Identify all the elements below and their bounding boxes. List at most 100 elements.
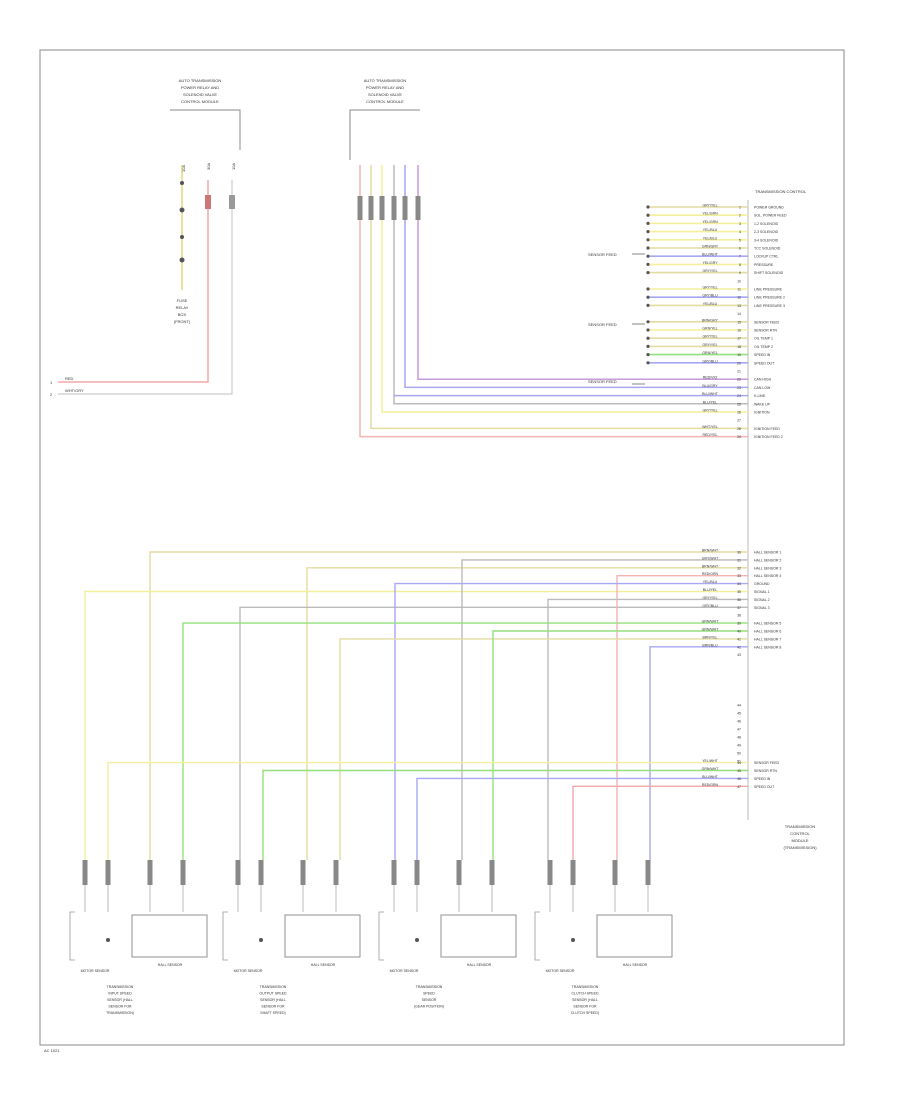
tcm-pin-label: SPEED IN <box>754 353 771 357</box>
tcm-pin-number: 9 <box>739 271 741 275</box>
tcm-wire-label: BLU/YEL <box>703 588 717 592</box>
sensor-connector <box>645 860 651 885</box>
hall-sensor-box <box>284 914 361 958</box>
tcm-pin-label: LINE PRESSURE 3 <box>754 304 785 308</box>
tcm-pin-label: HALL SENSOR 6 <box>754 630 781 634</box>
sensor-caption-line: SHAFT SPEED) <box>260 1011 285 1015</box>
tcm-wire-label: BRN/WHT <box>702 549 719 553</box>
tcm-wire-label: BLU/WHT <box>702 392 719 396</box>
tcm-wire-label: YEL/BLU <box>703 236 718 240</box>
tcm-pin-label: LOCKUP CTRL <box>754 255 778 259</box>
tcm-pin-label: 2-3 SOLENOID <box>754 230 779 234</box>
tcm-wire-label: GRY/BLU <box>702 359 718 363</box>
sensor-caption-line: SENSOR <box>422 998 437 1002</box>
tcm-pin-number: 33 <box>737 574 741 578</box>
tcm-wire-label: YEL/GRN <box>702 220 718 224</box>
tcm-pin-label: IGNITION FEED 2 <box>754 435 783 439</box>
tcm-pin-label: SENSOR RTN <box>754 769 777 773</box>
tcm-pin-number: 4 <box>739 230 741 234</box>
sensor-connector <box>570 860 576 885</box>
hall-sensor-label: HALL SENSOR <box>311 963 336 967</box>
sensor-caption-line: SENSOR (HALL <box>260 998 286 1002</box>
tcm-pin-number: 16 <box>737 329 741 333</box>
tcm-pin-label: HALL SENSOR 2 <box>754 558 781 562</box>
tcm-wire-label: GRY/YEL <box>702 286 717 290</box>
hall-sensor-box <box>596 914 673 958</box>
tcm-pin-number: 41 <box>737 637 741 641</box>
tcm-pin-number: 38 <box>737 614 741 618</box>
top-block-right-line-2: POWER RELAY AND <box>366 85 404 90</box>
tcm-wire-label: GRN/WHT <box>702 767 720 771</box>
sensor-caption-line: SENSOR (HALL <box>107 998 133 1002</box>
tcm-pin-number: 28 <box>737 427 741 431</box>
tcm-pin-number: 17 <box>737 337 741 341</box>
sensor-connector <box>456 860 462 885</box>
tcm-pin-label: GROUND <box>754 582 770 586</box>
motor-sensor-label: MOTOR SENSOR <box>81 969 110 973</box>
wire-group <box>84 165 748 860</box>
tcm-pin-label: HALL SENSOR 4 <box>754 574 781 578</box>
tcm-wire-label: GRY/BLU <box>702 294 718 298</box>
tcm-pin-label: LINE PRESSURE <box>754 288 783 292</box>
hall-sensor-label: HALL SENSOR <box>158 963 183 967</box>
tcm-pin-number: 45 <box>737 712 741 716</box>
tcm-pin-label: SIGNAL 1 <box>754 590 770 594</box>
sensor-connector <box>489 860 495 885</box>
sensor-connector <box>612 860 618 885</box>
top-block-left: AUTO TRANSMISSION POWER RELAY AND SOLENO… <box>170 78 241 150</box>
group-label-1: SENSOR FEED <box>588 252 617 257</box>
tcm-pin-number: 31 <box>737 558 741 562</box>
tcm-pin-label: SIGNAL 3 <box>754 606 770 610</box>
sensor-connector <box>333 860 339 885</box>
tcm-pin-number: 27 <box>737 419 741 423</box>
tcm-pin-label: CAN HIGH <box>754 378 772 382</box>
splice-dot <box>646 238 650 242</box>
fuse-pin-2: 30A <box>206 163 211 170</box>
sensor-caption-line: TRANSMISSION <box>572 985 599 989</box>
tcm-pin-number: 48 <box>737 736 741 740</box>
splice-dot <box>646 336 650 340</box>
tcm-pin-label: LINE PRESSURE 2 <box>754 296 785 300</box>
tcm-pin-label: POWER GROUND <box>754 206 784 210</box>
sensor-caption-line: TRANSMISSION <box>416 985 443 989</box>
splice-dot <box>646 246 650 250</box>
tcm-pin-number: 29 <box>737 435 741 439</box>
tcm-pin-label: SPEED IN <box>754 777 771 781</box>
tcm-pin-number: 19 <box>737 353 741 357</box>
tcm-wire-label: GRN/WHT <box>702 620 720 624</box>
tcm-pin-label: HALL SENSOR 3 <box>754 566 781 570</box>
tcm-pin-label: SPEED OUT <box>754 785 775 789</box>
tcm-pin-number: 22 <box>737 378 741 382</box>
harness-wire <box>381 165 748 413</box>
tcm-label-line-1: TRANSMISSION <box>785 824 816 829</box>
connector-grey <box>229 195 235 209</box>
tcm-pin-number: 15 <box>737 320 741 324</box>
tcm-pin-number: 10 <box>737 279 741 283</box>
left-pin-1: 1 <box>50 380 53 385</box>
sensor-bracket <box>69 911 75 961</box>
left-supply-wires: RED WHT/GRY 1 2 <box>50 180 235 397</box>
sensor-caption-line: SENSOR FOR <box>261 1005 285 1009</box>
tcm-wire-label: YEL/GRY <box>702 261 718 265</box>
sensor-caption-line: CLUTCH SPEED <box>571 992 599 996</box>
tcm-pin-label: WAKE UP <box>754 402 771 406</box>
